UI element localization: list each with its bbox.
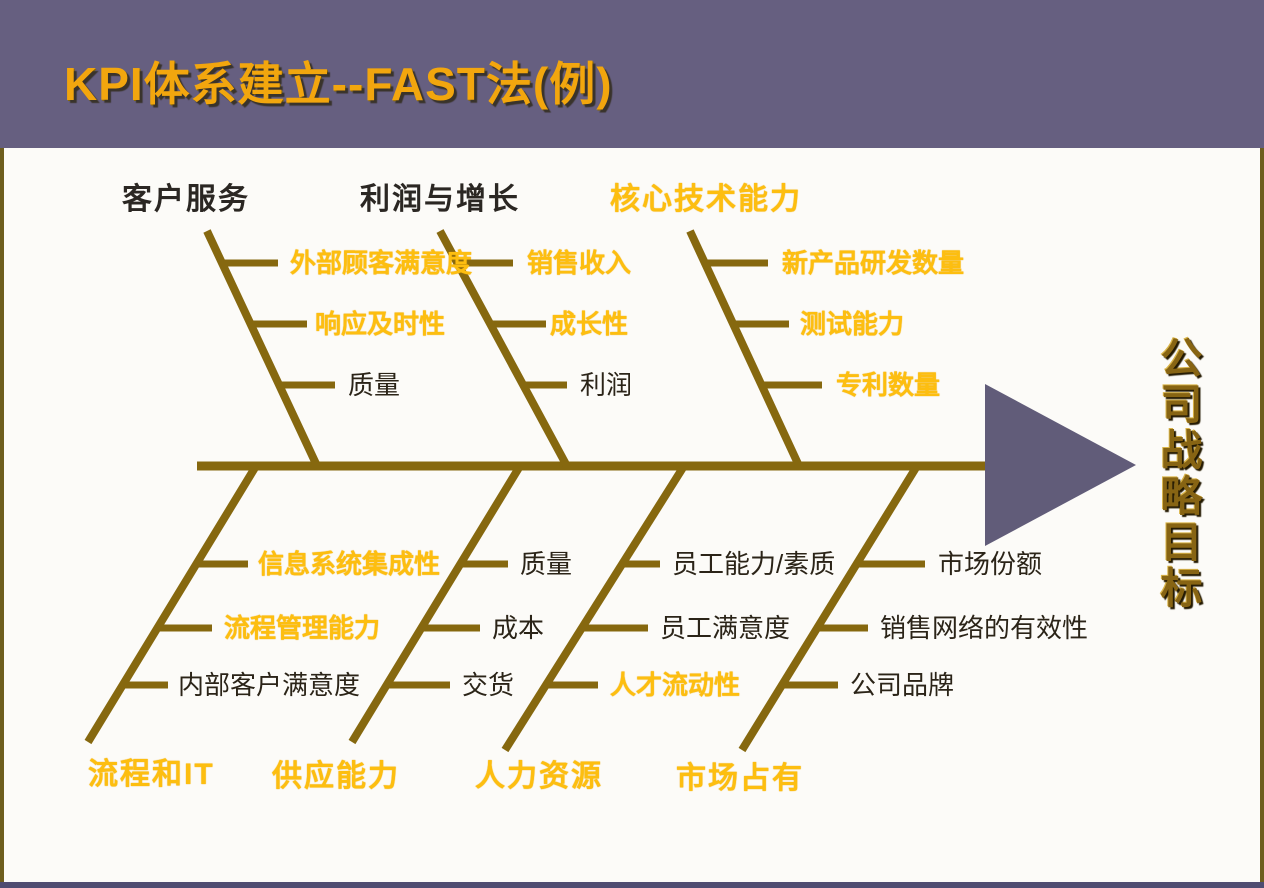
top-branch-2-item-1-label: 销售收入 [527, 248, 632, 278]
top-branch-2-line [436, 229, 572, 470]
bottom-category-3-label: 人力资源 [475, 760, 603, 793]
top-category-2-label: 利润与增长 [360, 183, 520, 216]
strategic-goal-vertical-text: 公司战略目标 [1155, 336, 1202, 612]
top-branch-1-item-1-label: 外部顾客满意度 [290, 248, 473, 278]
top-category-1-label: 客户服务 [122, 183, 250, 216]
slide-title: KPI体系建立--FAST法(例) [64, 58, 613, 110]
bottom-branch-3-item-3-label: 人才流动性 [610, 670, 741, 700]
top-branch-1-line [203, 229, 322, 470]
bottom-branch-1-item-2-label: 流程管理能力 [224, 613, 381, 643]
bottom-branch-3-item-1-label: 员工能力/素质 [672, 549, 836, 579]
bottom-category-1-label: 流程和IT [88, 758, 215, 791]
top-branch-3-item-1-label: 新产品研发数量 [782, 248, 965, 278]
bottom-branch-4-line [738, 463, 921, 753]
bottom-branch-2-item-3-label: 交货 [462, 670, 515, 700]
bottom-branch-3-item-2-label: 员工满意度 [660, 613, 791, 643]
diagram-canvas [4, 148, 1260, 882]
bottom-branch-1-line [84, 463, 260, 745]
bottom-branch-2-item-1-label: 质量 [520, 549, 573, 579]
bottom-border-strip [0, 882, 1264, 888]
top-branch-2-item-3-label: 利润 [580, 370, 633, 400]
bottom-branch-1-item-3-label: 内部客户满意度 [178, 670, 361, 700]
tick-lines [125, 259, 925, 689]
top-branch-1-item-2-label: 响应及时性 [315, 309, 446, 339]
bottom-branch-3-line [501, 463, 688, 753]
bottom-branch-4-item-3-label: 公司品牌 [850, 670, 955, 700]
bottom-branch-2-line [348, 463, 524, 745]
branch-lines [84, 229, 921, 753]
top-branch-3-item-2-label: 测试能力 [800, 309, 905, 339]
top-branch-3-line [686, 229, 804, 470]
top-branch-3-item-3-label: 专利数量 [836, 370, 941, 400]
bottom-category-2-label: 供应能力 [272, 760, 400, 793]
bottom-branch-4-item-2-label: 销售网络的有效性 [880, 613, 1089, 643]
top-category-3-label: 核心技术能力 [610, 183, 802, 216]
bottom-branch-2-item-2-label: 成本 [492, 613, 545, 643]
bottom-category-4-label: 市场占有 [676, 762, 804, 795]
top-branch-2-item-2-label: 成长性 [550, 309, 629, 339]
left-border [0, 148, 4, 888]
arrowhead-triangle [985, 384, 1136, 546]
top-branch-1-item-3-label: 质量 [348, 370, 401, 400]
right-border [1260, 148, 1264, 882]
bottom-branch-1-item-1-label: 信息系统集成性 [258, 549, 441, 579]
bottom-branch-4-item-1-label: 市场份额 [938, 549, 1043, 579]
